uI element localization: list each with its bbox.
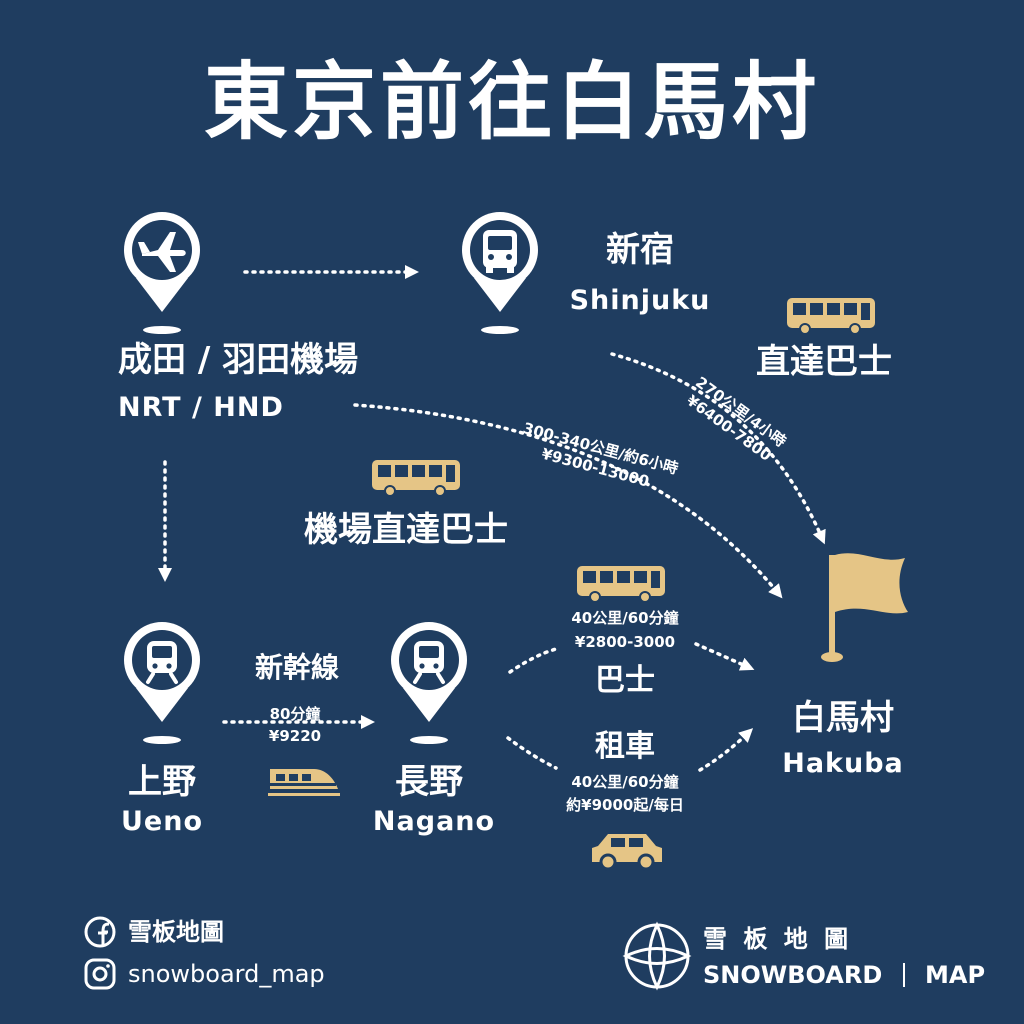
route-nagano-car-left	[506, 736, 558, 770]
shinkansen-duration: 80分鐘	[269, 705, 321, 723]
bus-icon	[786, 297, 876, 335]
airplane-icon	[138, 232, 186, 272]
brand-name-en: SNOWBOARD MAP	[703, 960, 985, 990]
airport-name: 成田 / 羽田機場	[118, 340, 359, 380]
shinjuku-name: 新宿	[606, 230, 674, 270]
shinjuku-bus-label: 直達巴士	[756, 342, 892, 382]
route-shinjuku-hakuba	[610, 352, 826, 545]
hakuba-en: Hakuba	[782, 748, 904, 779]
brand-name-en-right: MAP	[925, 961, 986, 989]
brand-name-zh: 雪 板 地 圖	[703, 925, 853, 953]
route-nagano-bus-right	[694, 642, 755, 671]
rental-car-distance: 40公里/60分鐘	[571, 773, 679, 791]
route-nagano-bus-left	[508, 647, 558, 674]
flag-icon	[821, 553, 908, 662]
ueno-en: Ueno	[120, 806, 203, 837]
shinjuku-pin	[462, 212, 538, 334]
nagano-name: 長野	[395, 762, 463, 802]
page-title: 東京前往白馬村	[203, 53, 820, 151]
bullet-train-icon	[268, 769, 340, 796]
route-nagano-car-right	[698, 728, 754, 772]
snowboard-map-logo-icon	[622, 921, 692, 991]
instagram-icon	[84, 958, 116, 990]
nagano-pin	[391, 622, 467, 744]
brand-name-en-left: SNOWBOARD	[703, 961, 883, 989]
hakuba-name: 白馬村	[792, 698, 894, 738]
rental-car-price: 約¥9000起/每日	[566, 796, 684, 814]
ueno-name: 上野	[128, 762, 196, 802]
bus-icon	[576, 565, 666, 603]
airport-pin	[124, 212, 200, 334]
instagram-handle[interactable]: snowboard_map	[128, 960, 325, 988]
route-airport-hakuba	[353, 403, 783, 599]
nagano-bus-distance: 40公里/60分鐘	[571, 609, 679, 627]
nagano-bus-label: 巴士	[595, 663, 655, 698]
nagano-bus-price: ¥2800-3000	[574, 633, 676, 651]
bus-stop-icon	[483, 230, 517, 273]
brand-divider	[902, 963, 905, 987]
shinjuku-en: Shinjuku	[569, 285, 711, 316]
shinkansen-label: 新幹線	[254, 651, 339, 684]
airport-bus-label: 機場直達巴士	[304, 510, 508, 550]
facebook-icon	[84, 916, 116, 948]
car-icon	[592, 834, 662, 871]
bus-icon	[371, 459, 461, 497]
nagano-en: Nagano	[372, 806, 496, 837]
airport-code: NRT / HND	[118, 392, 284, 423]
ueno-pin	[124, 622, 200, 744]
facebook-handle[interactable]: 雪板地圖	[128, 918, 224, 946]
rental-car-label: 租車	[595, 729, 655, 764]
shinkansen-price: ¥9220	[268, 727, 322, 745]
